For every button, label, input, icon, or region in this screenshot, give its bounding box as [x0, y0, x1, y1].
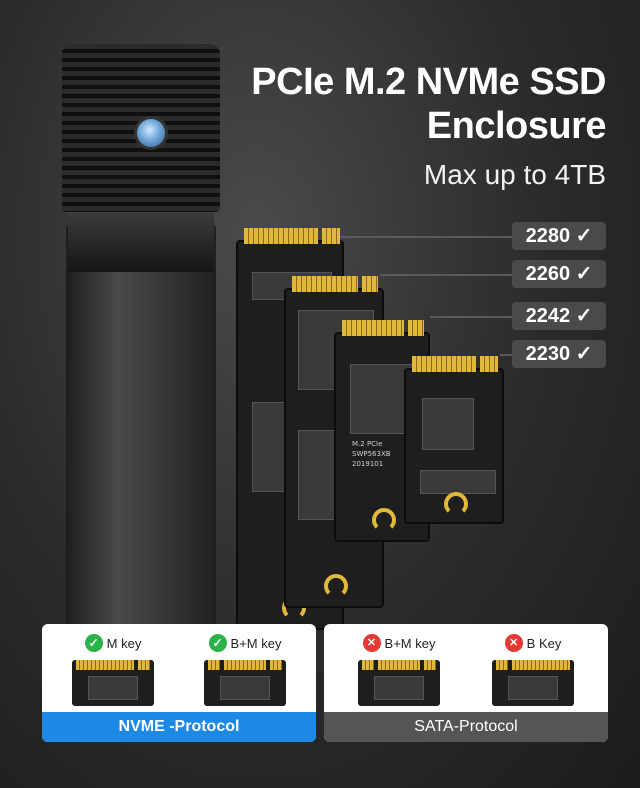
nvme-key-bm: ✓ B+M key [180, 632, 310, 712]
ssd-label-text: M.2 PCIe [352, 440, 383, 448]
title-block: PCIe M.2 NVMe SSD Enclosure Max up to 4T… [251, 60, 606, 192]
nvme-protocol-label: NVME -Protocol [42, 712, 316, 742]
nvme-compatibility-panel: ✓ M key ✓ B+M key NVME -Protocol [42, 624, 316, 742]
size-tag-2260: 2260 ✓ [512, 260, 606, 288]
tag-connector [380, 274, 512, 276]
gold-contacts [480, 356, 498, 372]
size-tag-2230: 2230 ✓ [512, 340, 606, 368]
ssd-key-illustration [204, 660, 286, 706]
enclosure-heatsink-cap [62, 44, 220, 212]
gold-contacts [412, 356, 476, 372]
ssd-label-text: 2019101 [352, 460, 384, 468]
enclosure-body [66, 224, 216, 644]
cross-icon: ✕ [362, 634, 381, 652]
key-label: B Key [526, 635, 562, 651]
nvme-key-m: ✓ M key [48, 632, 178, 712]
sata-protocol-label: SATA-Protocol [324, 712, 608, 742]
gold-contacts [408, 320, 424, 336]
check-icon: ✓ [208, 634, 227, 652]
key-label: B+M key [384, 635, 436, 651]
ssd-label-text: SWP563XB [352, 450, 391, 458]
size-tag-2280: 2280 ✓ [512, 222, 606, 250]
gold-contacts [362, 276, 378, 292]
tag-connector [430, 316, 512, 318]
size-tag-2242: 2242 ✓ [512, 302, 606, 330]
ssd-key-illustration [72, 660, 154, 706]
chip [422, 398, 474, 450]
cross-icon: ✕ [504, 634, 523, 652]
screw-notch [444, 492, 468, 516]
led-indicator-icon [134, 116, 168, 150]
enclosure-image [62, 44, 220, 644]
sata-compatibility-panel: ✕ B+M key ✕ B Key SATA-Protocol [324, 624, 608, 742]
capacity-subtitle: Max up to 4TB [423, 159, 606, 190]
sata-key-b: ✕ B Key [468, 632, 598, 712]
tag-connector [340, 236, 512, 238]
screw-notch [372, 508, 396, 532]
screw-notch [324, 574, 348, 598]
ssd-card-2230 [404, 356, 504, 524]
key-label: B+M key [230, 635, 282, 651]
gold-contacts [342, 320, 404, 336]
gold-contacts [292, 276, 358, 292]
check-icon: ✓ [84, 634, 103, 652]
ssd-key-illustration [358, 660, 440, 706]
key-label: M key [106, 635, 142, 651]
product-title-line-1: PCIe M.2 NVMe SSD [251, 61, 606, 103]
ssd-key-illustration [492, 660, 574, 706]
sata-key-bm: ✕ B+M key [334, 632, 464, 712]
product-title-line-2: Enclosure [426, 105, 607, 147]
enclosure-tray [68, 212, 214, 272]
gold-contacts [322, 228, 340, 244]
tag-connector [500, 354, 512, 356]
chip [420, 470, 496, 494]
gold-contacts [244, 228, 318, 244]
